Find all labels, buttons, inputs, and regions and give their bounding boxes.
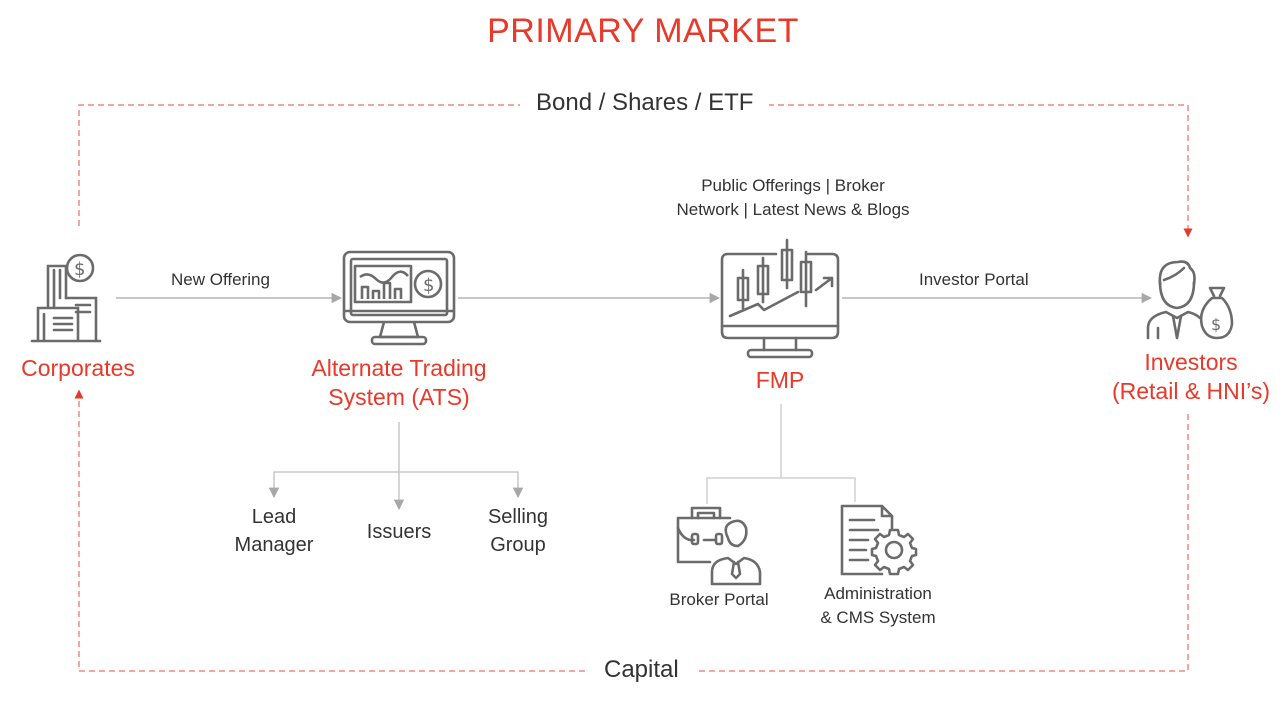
monitor-chart-dollar-icon: $ [342, 250, 456, 346]
ats-label-line2: System (ATS) [328, 384, 470, 410]
fmp-features-line1: Public Offerings | Broker [701, 176, 885, 195]
fmp-child-broker-portal[interactable]: Broker Portal [654, 588, 784, 612]
ats-child-selling-group[interactable]: Selling Group [458, 503, 578, 559]
investor-moneybag-icon: $ [1146, 260, 1234, 340]
child-line1: Broker Portal [669, 590, 769, 609]
bottom-flow-label: Capital [588, 656, 695, 684]
svg-text:$: $ [74, 259, 85, 280]
fmp-label[interactable]: FMP [755, 367, 805, 393]
child-line1: Selling [487, 506, 549, 528]
ats-branch-line [273, 471, 519, 496]
investors-label-line1: Investors [1144, 349, 1238, 375]
top-flow-label: Bond / Shares / ETF [520, 89, 770, 117]
briefcase-person-icon [676, 506, 762, 586]
child-line1: Lead [251, 506, 297, 528]
ats-child-issuers[interactable]: Issuers [340, 518, 458, 546]
svg-text:$: $ [1211, 315, 1221, 334]
ats-label-line1: Alternate Trading [311, 355, 487, 381]
ats-child-lead-manager[interactable]: Lead Manager [214, 503, 334, 559]
fmp-child-admin-cms[interactable]: Administration & CMS System [808, 582, 948, 630]
corporates-label[interactable]: Corporates [21, 355, 135, 381]
buildings-dollar-icon: $ [30, 253, 102, 343]
investors-label-line2: (Retail & HNI’s) [1111, 378, 1271, 404]
fmp-branch-line [706, 477, 856, 504]
new-offering-label: New Offering [171, 270, 270, 289]
investor-portal-label: Investor Portal [919, 270, 1029, 289]
top-dashed-flow [78, 104, 1193, 238]
child-line1: Administration [824, 584, 932, 603]
svg-text:$: $ [423, 275, 434, 296]
child-line2: & CMS System [820, 608, 936, 627]
fmp-features-text: Public Offerings | Broker Network | Late… [650, 174, 936, 222]
monitor-candlestick-icon [720, 238, 840, 359]
page-title: PRIMARY MARKET [487, 12, 799, 50]
document-gear-icon [840, 504, 918, 576]
ats-label[interactable]: Alternate Trading System (ATS) [288, 354, 510, 412]
child-line1: Issuers [366, 521, 432, 543]
child-line2: Group [490, 534, 546, 556]
child-line2: Manager [234, 534, 314, 556]
investors-label[interactable]: Investors (Retail & HNI’s) [1096, 348, 1286, 406]
fmp-features-line2: Network | Latest News & Blogs [676, 200, 910, 219]
